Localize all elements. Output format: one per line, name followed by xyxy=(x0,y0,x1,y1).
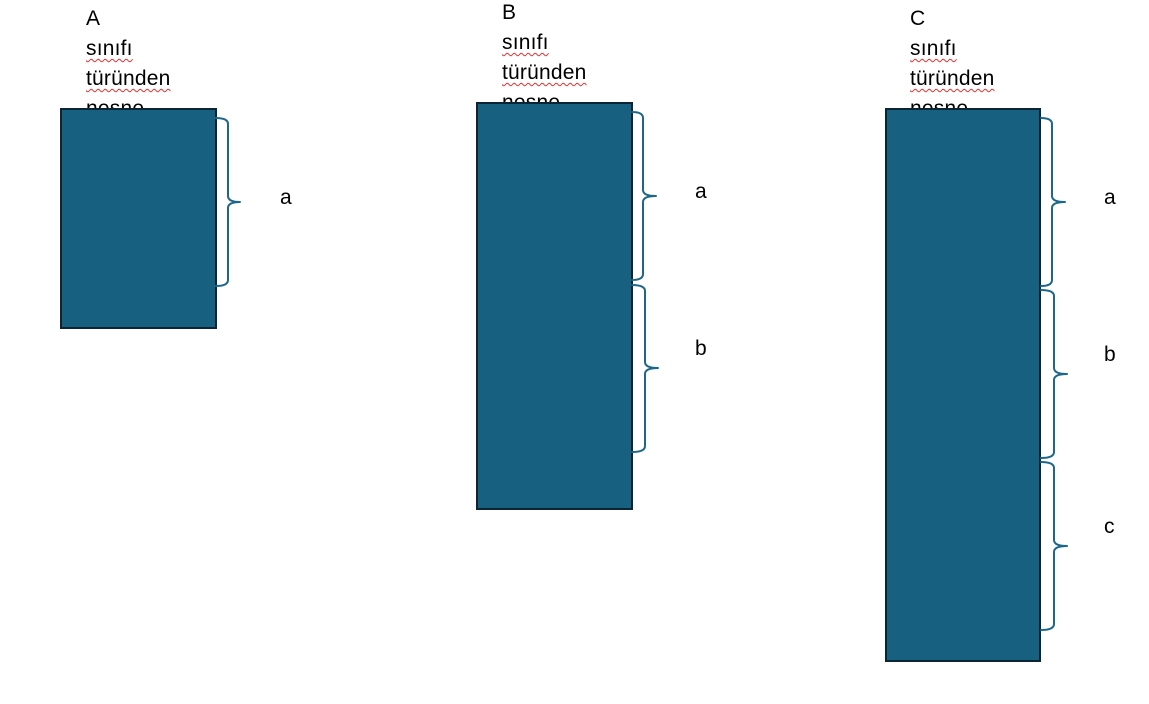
object-b-field-b-brace xyxy=(631,284,659,453)
object-a-class-letter: A xyxy=(86,7,101,30)
object-c-box xyxy=(885,108,1041,662)
object-a-title-word: sınıfı xyxy=(86,37,133,60)
object-b-field-a-label: a xyxy=(695,180,707,203)
object-b-title-line2: türünden xyxy=(502,61,587,84)
object-c-title-word: sınıfı xyxy=(910,37,957,60)
object-b-box xyxy=(476,102,633,510)
object-c-field-a-brace xyxy=(1040,117,1066,287)
object-c-field-b-label: b xyxy=(1104,343,1116,366)
object-b-title-word: sınıfı xyxy=(502,31,549,54)
object-c-field-b-brace xyxy=(1040,289,1068,459)
object-c-class-letter: C xyxy=(910,7,926,30)
object-c-field-a-label: a xyxy=(1104,186,1116,209)
object-a-title-line2: türünden xyxy=(86,67,171,90)
object-c-field-c-brace xyxy=(1040,461,1068,631)
object-a-box xyxy=(60,108,217,329)
object-a-field-a-label: a xyxy=(280,186,292,209)
object-a-field-a-brace xyxy=(215,117,241,287)
object-b-field-b-label: b xyxy=(695,337,707,360)
object-c-title-line2: türünden xyxy=(910,67,995,90)
object-c-field-c-label: c xyxy=(1104,515,1115,538)
object-b-field-a-brace xyxy=(631,111,657,281)
object-b-class-letter: B xyxy=(502,1,517,24)
